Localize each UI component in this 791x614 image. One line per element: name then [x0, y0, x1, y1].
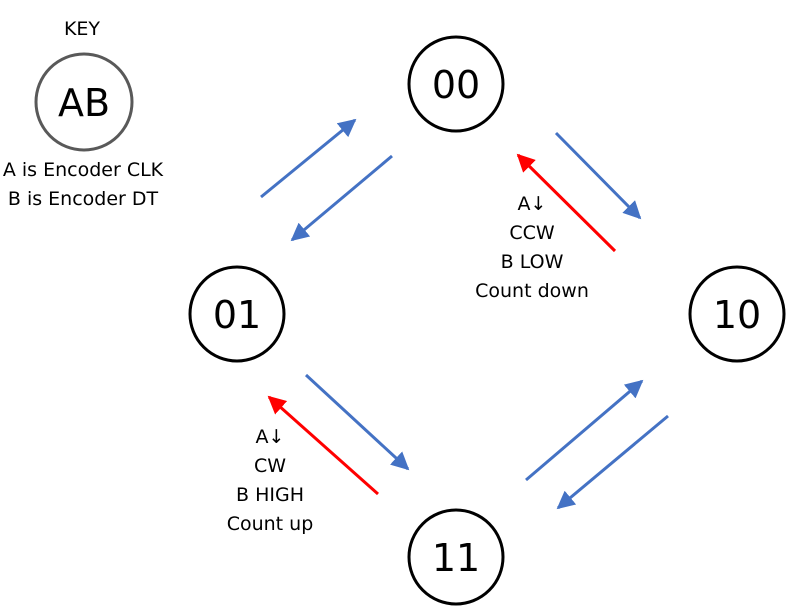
annotation-ccw-line1: A↓ [517, 193, 547, 215]
arrow-01-to-00 [260, 118, 357, 199]
arrow-cw-11-to-01 [267, 395, 379, 496]
state-00-label: 00 [432, 63, 480, 107]
annotation-cw: A↓ CW B HIGH Count up [200, 423, 340, 539]
annotation-cw-line3: B HIGH [236, 484, 304, 506]
state-00: 00 [407, 35, 505, 133]
key-legend-line2: B is Encoder DT [7, 188, 159, 210]
arrow-01-to-11 [304, 373, 410, 471]
state-10: 10 [688, 265, 786, 363]
key-title: KEY [63, 18, 101, 40]
state-11: 11 [407, 508, 505, 606]
arrow-00-to-10 [554, 131, 642, 220]
annotation-cw-line4: Count up [226, 513, 314, 535]
annotation-ccw: A↓ CCW B LOW Count down [452, 190, 612, 306]
annotation-cw-line1: A↓ [255, 426, 285, 448]
annotation-ccw-line3: B LOW [500, 251, 564, 273]
annotation-cw-line2: CW [253, 455, 287, 477]
arrow-ccw-10-to-00 [516, 153, 617, 253]
arrow-11-to-10 [525, 379, 644, 482]
key-circle-label: AB [58, 81, 110, 125]
annotation-ccw-line2: CCW [509, 222, 555, 244]
state-11-label: 11 [432, 536, 480, 580]
arrow-10-to-11 [556, 414, 669, 510]
state-10-label: 10 [713, 293, 761, 337]
key-circle [34, 52, 134, 152]
key-legend-line1: A is Encoder CLK [2, 159, 164, 181]
state-01: 01 [188, 265, 286, 363]
state-01-label: 01 [213, 293, 261, 337]
key-legend: A is Encoder CLK B is Encoder DT [0, 156, 166, 214]
annotation-ccw-line4: Count down [475, 280, 589, 302]
arrow-00-to-01 [290, 154, 393, 242]
